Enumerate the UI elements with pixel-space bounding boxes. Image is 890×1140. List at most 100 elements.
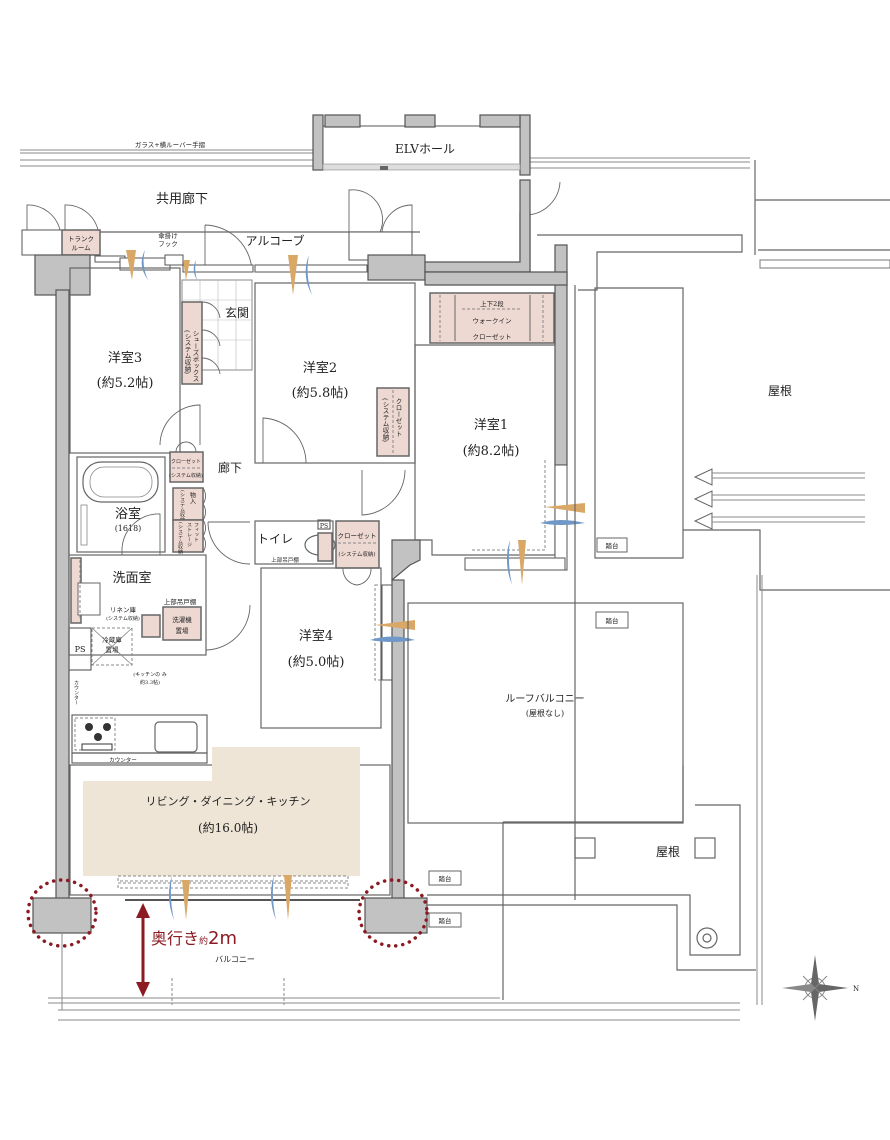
ldk-area bbox=[83, 747, 360, 876]
toilet-label: トイレ bbox=[257, 532, 293, 546]
roof-balcony-name: ルーフバルコニー bbox=[505, 693, 584, 705]
fit-storage-sub: (システム収納) bbox=[177, 522, 184, 556]
linen-closet[interactable] bbox=[141, 614, 161, 638]
counter-side-label: カウンター bbox=[73, 680, 79, 705]
step-1-label: 踏台 bbox=[606, 616, 619, 625]
wic-label-2: ウォークイン bbox=[473, 317, 512, 325]
ldk-size: (約16.0帖) bbox=[198, 820, 258, 835]
trunk-room-label-1: トランク bbox=[68, 235, 94, 243]
toilet-closet[interactable] bbox=[335, 520, 380, 569]
bathroom-door[interactable] bbox=[121, 513, 161, 555]
entrance-door[interactable] bbox=[204, 224, 253, 273]
washroom-label: 洗面室 bbox=[112, 570, 151, 586]
entrance-label: 玄関 bbox=[225, 305, 249, 320]
step-2 bbox=[596, 537, 628, 553]
toilet-closet-label: クローゼット bbox=[338, 531, 377, 540]
storage-sub: (システム収納) bbox=[179, 490, 186, 524]
room-2-closet-label: クローゼット bbox=[394, 398, 402, 438]
step-1 bbox=[595, 611, 629, 629]
room-1-door[interactable] bbox=[361, 469, 406, 516]
room-1-size: (約8.2帖) bbox=[463, 444, 520, 459]
duct-fixtures bbox=[693, 468, 865, 530]
roof-label-upper: 屋根 bbox=[768, 384, 792, 398]
compass-north-label: N bbox=[853, 985, 859, 993]
walk-in-closet[interactable] bbox=[429, 292, 555, 344]
umbrella-hook-label-1: 傘掛け bbox=[158, 231, 178, 240]
fridge-sub: 置場 bbox=[106, 645, 120, 654]
drain-icon bbox=[696, 927, 718, 949]
washer-sub: 置場 bbox=[176, 626, 190, 635]
airflow-indicators bbox=[126, 250, 585, 920]
common-corridor-label: 共用廊下 bbox=[156, 191, 208, 207]
wic-label-3: クローゼット bbox=[473, 332, 512, 341]
storage-label: 物入 bbox=[189, 491, 196, 504]
column-right bbox=[364, 897, 428, 934]
hall-closet-sub: (システム収納) bbox=[169, 472, 203, 479]
depth-arrow bbox=[136, 903, 150, 997]
step-4 bbox=[428, 912, 462, 928]
room-4-name: 洋室4 bbox=[299, 628, 333, 644]
washer-space bbox=[162, 606, 202, 641]
trunk-room-label-2: ルーム bbox=[71, 244, 91, 252]
upper-cabinet-label: 上部吊戸棚 bbox=[164, 597, 197, 606]
roof-balcony-sub: (屋根なし) bbox=[526, 708, 564, 718]
hall-closet-label: クローゼット bbox=[171, 458, 201, 465]
roof-label-lower: 屋根 bbox=[656, 845, 680, 859]
toilet-ps-label: PS bbox=[320, 523, 328, 530]
toilet-cabinet-label: 上部吊戸棚 bbox=[271, 556, 299, 564]
corridor-label: 廊下 bbox=[218, 460, 242, 475]
room-3-size: (約5.2帖) bbox=[97, 376, 154, 391]
counter-label: カウンター bbox=[109, 756, 137, 764]
room-3-door[interactable] bbox=[159, 404, 201, 446]
bathroom-size: (1618) bbox=[115, 524, 142, 533]
handrail-note: ガラス+横ルーバー手摺 bbox=[135, 140, 206, 149]
roof-hatch bbox=[574, 837, 596, 859]
room-3 bbox=[69, 267, 181, 454]
fridge-label: 冷蔵庫 bbox=[102, 635, 122, 644]
step-4-label: 踏台 bbox=[439, 916, 452, 925]
ps-label: PS bbox=[75, 645, 86, 654]
fit-storage-label-1: フィット bbox=[193, 522, 199, 542]
depth-label: 奥行き約2m bbox=[151, 928, 237, 949]
room-4-size: (約5.0帖) bbox=[288, 655, 345, 670]
wic-label-1: 上下2段 bbox=[480, 299, 504, 308]
room-2-name: 洋室2 bbox=[303, 360, 337, 376]
alcove-label: アルコーブ bbox=[246, 233, 305, 248]
bathroom bbox=[76, 456, 166, 553]
room-1-name: 洋室1 bbox=[474, 417, 508, 433]
shoe-box[interactable] bbox=[181, 301, 203, 385]
bathroom-name: 浴室 bbox=[115, 506, 141, 522]
room-3-name: 洋室3 bbox=[108, 350, 142, 366]
column-highlight-right bbox=[357, 878, 429, 948]
balcony-label: バルコニー bbox=[215, 955, 255, 964]
shoe-box-label: シューズボックス bbox=[191, 330, 199, 382]
toilet-room bbox=[254, 520, 334, 565]
fridge-space bbox=[91, 627, 133, 666]
linen-sub: (システム収納) bbox=[106, 615, 140, 622]
kitchen-only-size: 約3.3帖) bbox=[140, 679, 160, 686]
room-2-door[interactable] bbox=[262, 417, 307, 464]
elv-hall bbox=[312, 114, 531, 176]
roof-balcony bbox=[407, 602, 684, 824]
toilet-closet-sub: (システム収納) bbox=[338, 550, 375, 558]
step-2-label: 踏台 bbox=[606, 541, 619, 550]
hall-closet[interactable] bbox=[169, 451, 204, 483]
kitchen-only-label: (キッチンの み bbox=[133, 671, 167, 678]
sink-icon bbox=[154, 721, 198, 753]
fit-storage-label-2: ストレージ bbox=[186, 522, 192, 547]
room-4 bbox=[260, 567, 382, 729]
umbrella-hook-label-2: フック bbox=[158, 240, 178, 248]
door[interactable] bbox=[526, 180, 561, 216]
shoe-box-sub-label: (システム収納) bbox=[183, 330, 191, 375]
trunk-room bbox=[21, 204, 101, 901]
compass-icon bbox=[782, 955, 848, 1021]
toilet-door[interactable] bbox=[207, 521, 251, 565]
washroom-door[interactable] bbox=[205, 604, 251, 651]
roof-hatch bbox=[694, 837, 716, 859]
column-left bbox=[32, 897, 92, 934]
room-2-closet-sub: (システム収納) bbox=[381, 398, 389, 443]
room-4-closet-door[interactable] bbox=[342, 567, 372, 586]
ps-space bbox=[68, 627, 92, 671]
washer-label: 洗濯機 bbox=[172, 615, 192, 624]
